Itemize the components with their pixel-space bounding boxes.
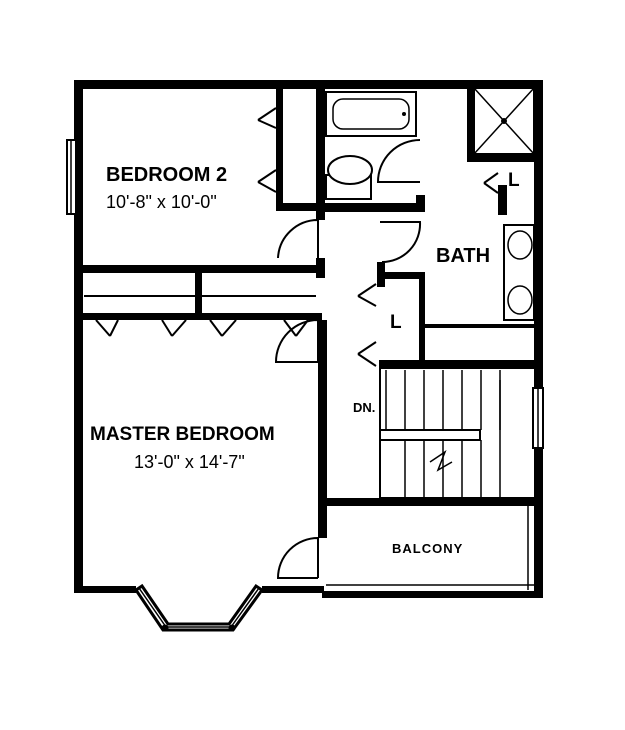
- master-size: 13'-0" x 14'-7": [134, 452, 245, 472]
- bath-fixtures: [325, 87, 535, 321]
- bedroom2-window: [66, 139, 77, 215]
- stairs-down-label: DN.: [353, 400, 376, 415]
- door-swings: [274, 139, 422, 579]
- master-name: MASTER BEDROOM: [90, 424, 275, 445]
- outer-walls: [74, 80, 543, 598]
- bedroom2-size: 10'-8" x 10'-0": [106, 192, 217, 212]
- bedroom2-closet: [257, 96, 279, 202]
- interior-walls: [74, 80, 543, 538]
- linen-doors: [357, 172, 499, 367]
- bay-window: [133, 583, 265, 632]
- bath-name: BATH: [436, 245, 491, 267]
- bath-linen-label: L: [508, 170, 520, 191]
- hall-linen-label: L: [390, 312, 402, 333]
- master-closet: [84, 295, 316, 337]
- balcony-name: BALCONY: [392, 541, 464, 556]
- stair-window: [532, 387, 544, 449]
- staircase: [379, 367, 536, 499]
- balcony-railing: [326, 506, 536, 590]
- bedroom2-name: BEDROOM 2: [106, 164, 228, 186]
